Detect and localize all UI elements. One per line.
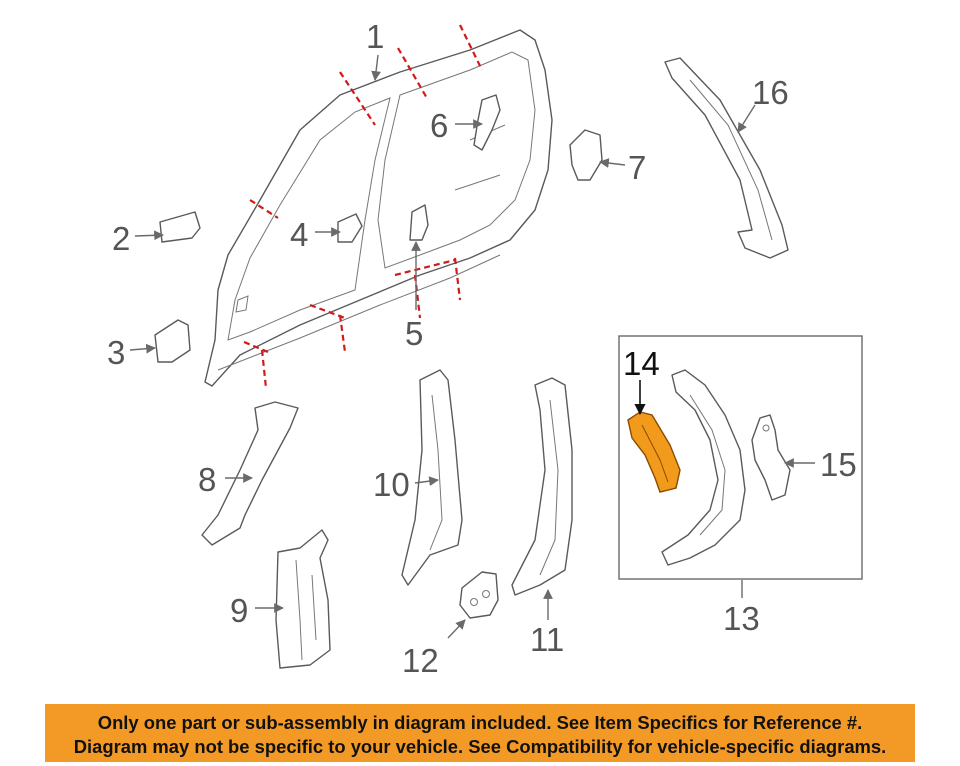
- callout-13: 13: [723, 600, 760, 637]
- cut-lines: [243, 24, 483, 389]
- callout-4: 4: [290, 216, 308, 253]
- disclaimer-line-1: Only one part or sub-assembly in diagram…: [97, 712, 863, 733]
- pillar-part-11[interactable]: [511, 377, 573, 596]
- callout-7: 7: [628, 149, 646, 186]
- pillar-part-10[interactable]: [401, 369, 463, 586]
- callout-10: 10: [373, 466, 410, 503]
- callout-14: 14: [623, 345, 660, 382]
- callout-2: 2: [112, 220, 130, 257]
- parts-diagram: 1 2 3 4 5 6 7 8 9 10 11 12 13 14 15 16: [107, 18, 863, 679]
- hinge-plate-part-12[interactable]: [459, 571, 499, 619]
- bracket-part-2[interactable]: [159, 211, 201, 243]
- bracket-part-15[interactable]: [751, 414, 791, 501]
- callout-16: 16: [752, 74, 789, 111]
- disclaimer-banner: Only one part or sub-assembly in diagram…: [45, 704, 915, 762]
- bracket-part-3[interactable]: [154, 319, 191, 363]
- callout-5: 5: [405, 315, 423, 352]
- assembly-box-13: [618, 335, 863, 580]
- bracket-part-7[interactable]: [569, 129, 603, 181]
- callout-8: 8: [198, 461, 216, 498]
- callout-6: 6: [430, 107, 448, 144]
- callout-leaders: [129, 54, 815, 639]
- pillar-part-16[interactable]: [664, 57, 789, 259]
- callout-1: 1: [366, 18, 384, 55]
- pillar-part-8[interactable]: [201, 401, 299, 546]
- callout-12: 12: [402, 642, 439, 679]
- reinforcement-part-14-highlighted[interactable]: [627, 411, 681, 493]
- bracket-part-4[interactable]: [337, 213, 363, 243]
- callout-11: 11: [530, 621, 564, 658]
- callout-3: 3: [107, 334, 125, 371]
- disclaimer-line-2: Diagram may not be specific to your vehi…: [73, 736, 887, 757]
- pillar-part-9[interactable]: [275, 529, 331, 669]
- wheelhouse-part-13[interactable]: [661, 369, 746, 566]
- callout-9: 9: [230, 592, 248, 629]
- callout-15: 15: [820, 446, 857, 483]
- plate-part-5[interactable]: [409, 204, 429, 241]
- side-frame-part-1[interactable]: [204, 29, 553, 387]
